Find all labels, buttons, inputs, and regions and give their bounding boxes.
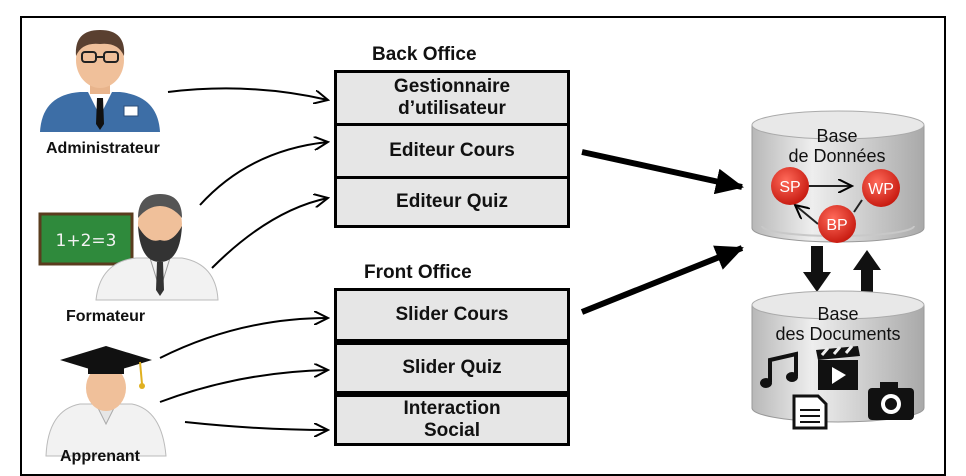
box-editeur-cours: Editeur Cours xyxy=(334,123,570,179)
node-label-sp: SP xyxy=(779,179,800,196)
arrow-editeur-cours-db xyxy=(581,149,744,195)
document-icon xyxy=(792,394,828,430)
arrow-formateur-editeur-quiz xyxy=(211,198,328,269)
apprenant-avatar xyxy=(45,346,167,457)
box-editeur-quiz: Editeur Quiz xyxy=(334,176,570,228)
arrow-slider-cours-db xyxy=(580,245,744,315)
box-gestionnaire-utilisateur: Gestionnaire d’utilisateur xyxy=(334,70,570,126)
node-label-bp: BP xyxy=(826,217,847,234)
db-node-bp xyxy=(818,205,856,243)
arrow-admin-gestionnaire xyxy=(167,87,328,100)
database-title: Base de Données xyxy=(788,126,886,166)
arrow-apprenant-slider-cours xyxy=(159,318,328,359)
front-office-title: Front Office xyxy=(364,262,472,283)
administrateur-avatar xyxy=(40,30,160,132)
board-text: 1+2=3 xyxy=(56,231,117,251)
db-node-graph: SP WP BP xyxy=(771,167,900,243)
actor-label-formateur: Formateur xyxy=(66,308,146,325)
camera-icon xyxy=(868,382,914,420)
db-docs-arrows xyxy=(803,246,881,296)
video-clapper-icon xyxy=(816,345,860,390)
db-node-wp xyxy=(862,169,900,207)
box-interaction-social: Interaction Social xyxy=(334,394,570,446)
arrow-apprenant-slider-quiz xyxy=(159,370,328,403)
formateur-avatar: 1+2=3 xyxy=(38,194,219,301)
arrow-apprenant-interaction xyxy=(184,421,328,430)
box-slider-quiz: Slider Quiz xyxy=(334,342,570,394)
actor-label-apprenant: Apprenant xyxy=(60,448,140,465)
music-note-icon xyxy=(760,351,798,388)
box-slider-cours: Slider Cours xyxy=(334,288,570,342)
documents-title: Base des Documents xyxy=(775,304,901,344)
actor-label-administrateur: Administrateur xyxy=(46,140,160,157)
db-node-sp xyxy=(771,167,809,205)
node-label-wp: WP xyxy=(868,181,894,198)
back-office-title: Back Office xyxy=(372,44,477,65)
arrow-formateur-editeur-cours xyxy=(199,142,328,206)
